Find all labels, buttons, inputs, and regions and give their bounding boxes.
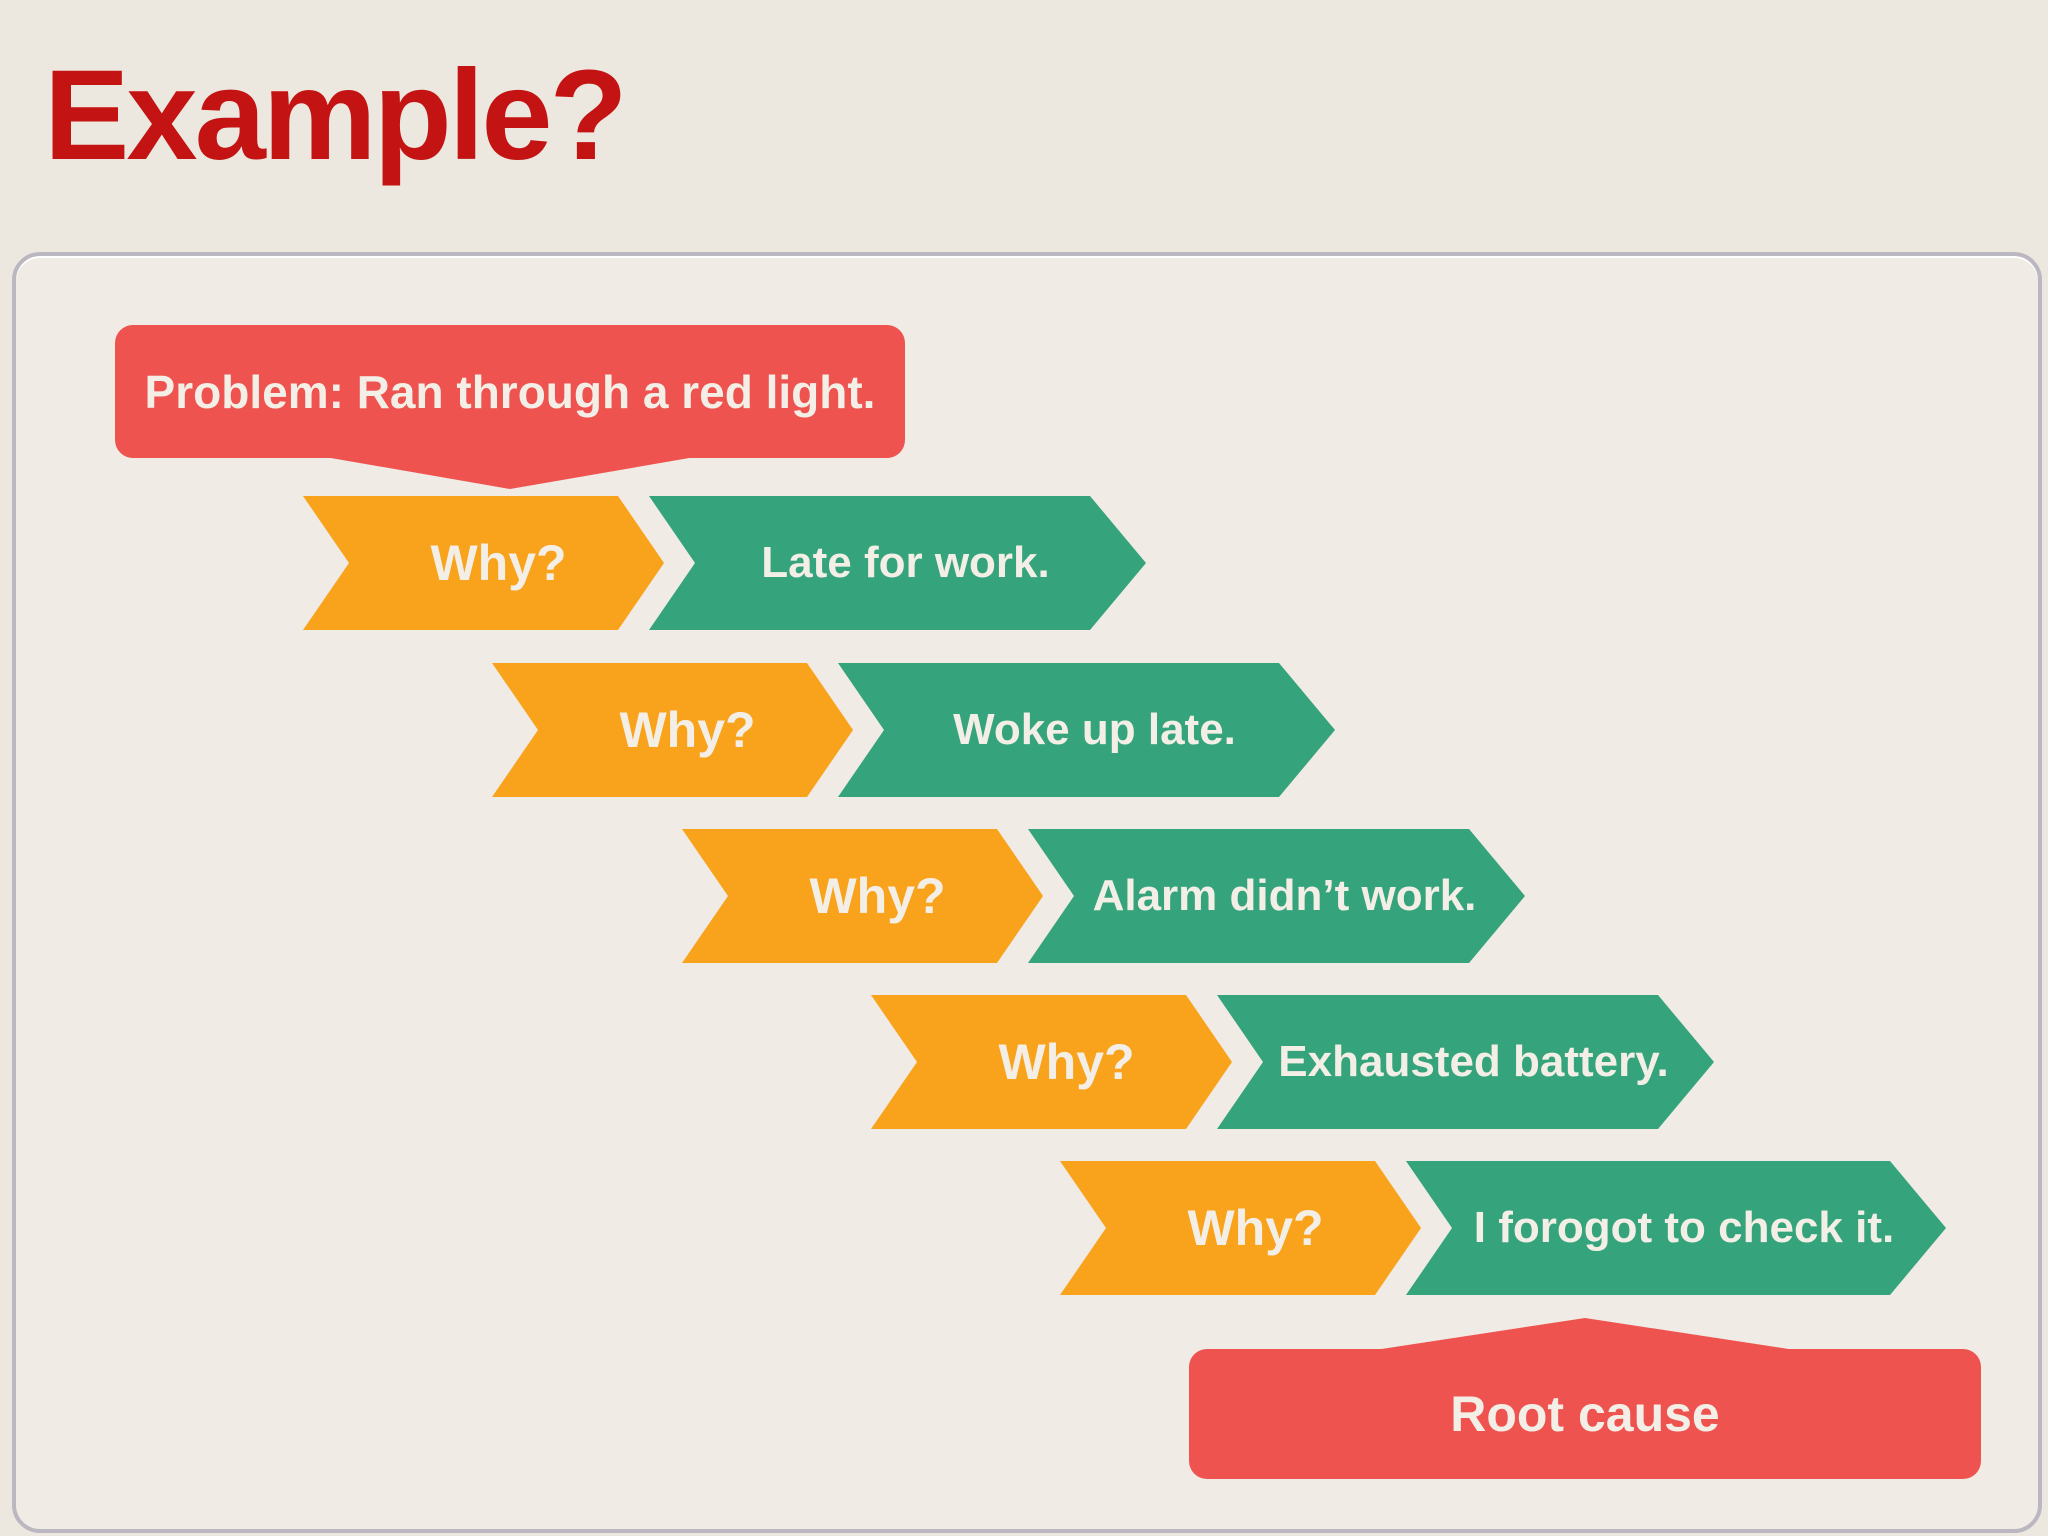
- answer-label: Alarm didn’t work.: [1092, 871, 1477, 920]
- why-chevron-1: Why?: [303, 496, 664, 630]
- why-chevron-2: Why?: [492, 663, 853, 797]
- problem-pointer-down-icon: [325, 457, 695, 489]
- answer-chevron-5: I forogot to check it.: [1406, 1161, 1946, 1295]
- why-chevron-5: Why?: [1060, 1161, 1421, 1295]
- root-cause-box: Root cause: [1189, 1318, 1981, 1479]
- problem-box: Problem: Ran through a red light.: [115, 325, 905, 489]
- answer-chevron-4: Exhausted battery.: [1217, 995, 1714, 1129]
- why-row-5: Why? I forogot to check it.: [1060, 1161, 2048, 1295]
- why-label: Why?: [809, 868, 946, 924]
- answer-chevron-3: Alarm didn’t work.: [1028, 829, 1525, 963]
- answer-label: Woke up late.: [953, 705, 1236, 754]
- why-row-4: Why? Exhausted battery.: [871, 995, 1871, 1129]
- answer-label: I forogot to check it.: [1473, 1203, 1895, 1252]
- root-cause-pointer-up-icon: [1375, 1318, 1795, 1350]
- why-chevron-3: Why?: [682, 829, 1043, 963]
- why-row-3: Why? Alarm didn’t work.: [682, 829, 1682, 963]
- why-row-1: Why? Late for work.: [303, 496, 1303, 630]
- why-label: Why?: [619, 702, 756, 758]
- problem-label: Problem: Ran through a red light.: [115, 325, 905, 458]
- root-cause-label: Root cause: [1189, 1349, 1981, 1479]
- why-label: Why?: [1187, 1200, 1324, 1256]
- why-label: Why?: [998, 1034, 1135, 1090]
- why-label: Why?: [430, 535, 567, 591]
- page-title: Example?: [44, 44, 628, 187]
- answer-chevron-1: Late for work.: [649, 496, 1146, 630]
- answer-label: Exhausted battery.: [1278, 1037, 1669, 1086]
- why-chevron-4: Why?: [871, 995, 1232, 1129]
- answer-label: Late for work.: [761, 538, 1050, 587]
- why-row-2: Why? Woke up late.: [492, 663, 1492, 797]
- answer-chevron-2: Woke up late.: [838, 663, 1335, 797]
